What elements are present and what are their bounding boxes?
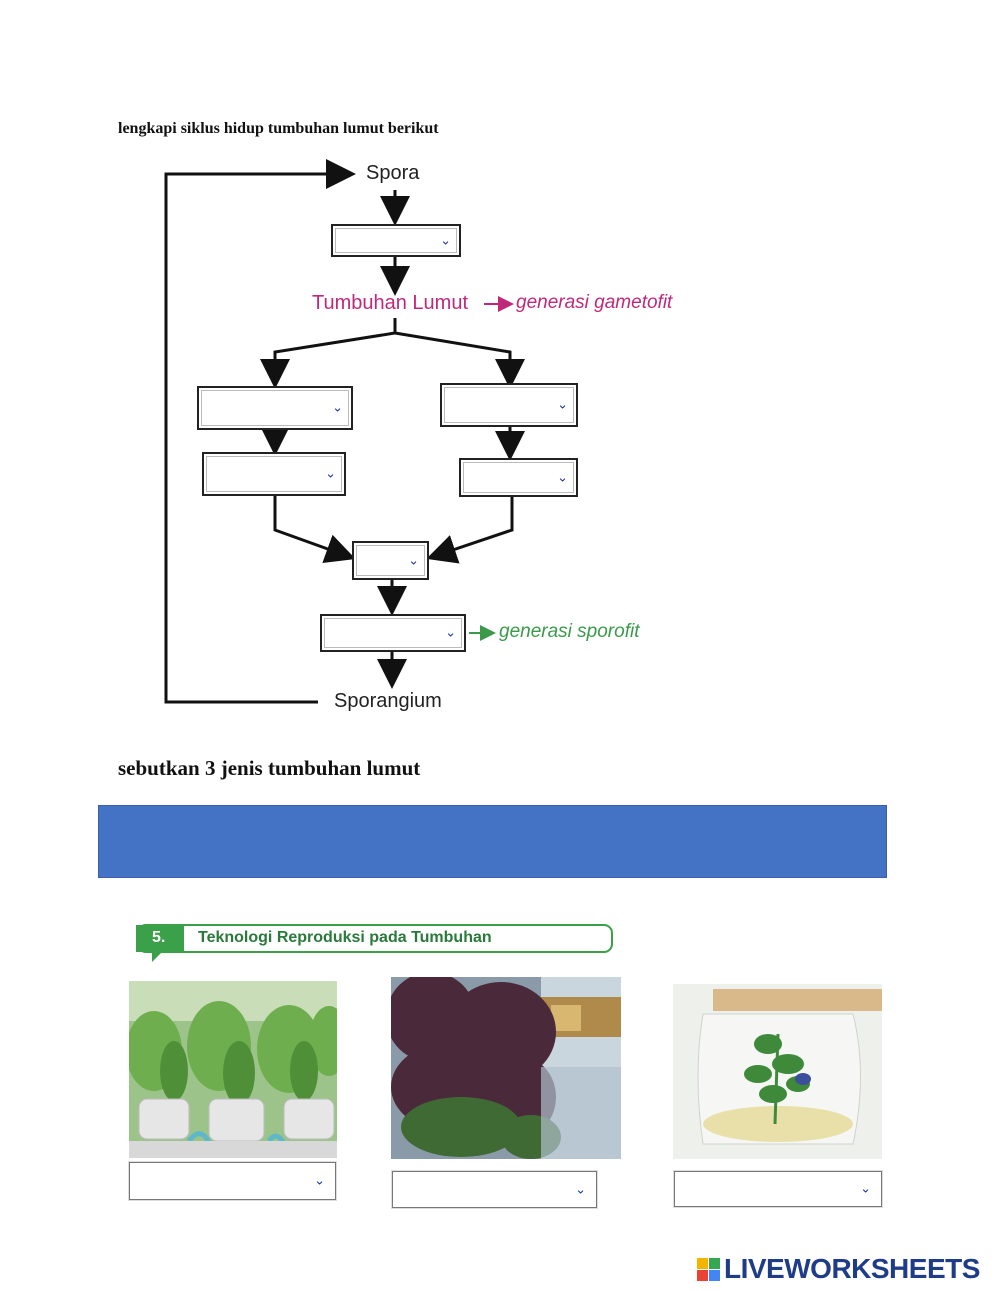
logo-blocks-icon [697,1258,721,1282]
label-generasi-sporofit: generasi sporofit [499,621,640,642]
section-banner [136,924,613,962]
dropdown-after-spora[interactable]: ⌄ [331,224,461,257]
instruction-types: sebutkan 3 jenis tumbuhan lumut [118,756,421,780]
chevron-down-icon: ⌄ [557,470,568,485]
chevron-down-icon: ⌄ [557,397,568,413]
chevron-down-icon: ⌄ [325,466,336,482]
dropdown-left-1[interactable]: ⌄ [197,386,353,430]
cycle-diagram-arrows [164,159,525,704]
dropdown-right-2[interactable]: ⌄ [459,458,578,497]
answer-textarea[interactable] [98,805,887,878]
dropdown-right-1[interactable]: ⌄ [440,383,578,427]
chevron-down-icon: ⌄ [575,1182,586,1197]
label-sporangium: Sporangium [334,690,442,712]
label-generasi-gametofit: generasi gametofit [516,292,673,313]
chevron-down-icon: ⌄ [314,1173,325,1189]
chevron-down-icon: ⌄ [408,553,419,568]
instruction-cycle: lengkapi siklus hidup tumbuhan lumut ber… [118,120,439,137]
label-spora: Spora [366,162,420,184]
dropdown-sporofit[interactable]: ⌄ [320,614,466,652]
section-title: Teknologi Reproduksi pada Tumbuhan [198,929,492,946]
chevron-down-icon: ⌄ [332,400,343,416]
dropdown-photo-1[interactable]: ⌄ [129,1162,336,1200]
photo-tissue-culture-flask [673,984,882,1159]
section-number: 5. [152,929,166,946]
liveworksheets-logo: LIVEWORKSHEETS [697,1253,997,1287]
chevron-down-icon: ⌄ [860,1181,871,1197]
dropdown-photo-2[interactable]: ⌄ [392,1171,597,1208]
photo-hydroponic-lettuce [129,981,337,1158]
dropdown-photo-3[interactable]: ⌄ [674,1171,882,1207]
dropdown-center[interactable]: ⌄ [352,541,429,580]
label-tumbuhan-lumut: Tumbuhan Lumut [312,292,469,314]
chevron-down-icon: ⌄ [440,233,451,248]
chevron-down-icon: ⌄ [445,625,456,641]
photo-vertical-garden [391,977,621,1159]
brand-name: LIVEWORKSHEETS [724,1253,980,1284]
dropdown-left-2[interactable]: ⌄ [202,452,346,496]
